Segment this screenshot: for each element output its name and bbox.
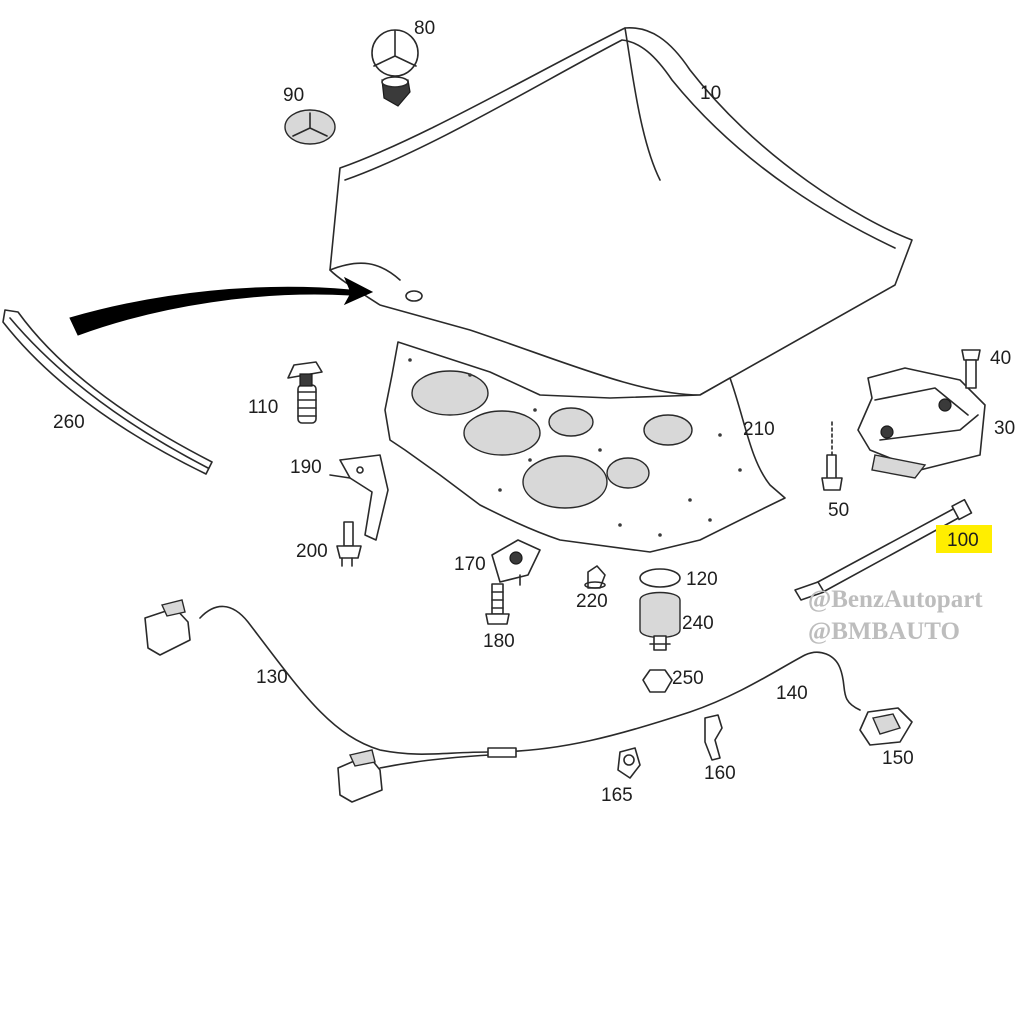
hood-panel	[329, 27, 913, 396]
buffer-spring	[287, 361, 323, 424]
watermark-line-2: @BMBAUTO	[808, 618, 960, 645]
hood-seal-strip	[2, 309, 213, 475]
washer-120	[639, 568, 681, 588]
rubber-stopper	[639, 591, 681, 651]
label-100: 100	[947, 530, 979, 551]
label-260: 260	[53, 412, 85, 433]
label-110: 110	[248, 397, 278, 418]
label-80: 80	[414, 18, 435, 39]
label-220: 220	[576, 591, 608, 612]
bolt-180	[485, 583, 510, 625]
label-170: 170	[454, 554, 486, 575]
nut-250	[642, 669, 673, 693]
hood-insulation-mat	[384, 341, 786, 553]
latch-plate	[491, 539, 541, 586]
hood-lock	[859, 707, 913, 746]
cable-bracket	[704, 714, 723, 761]
release-cable	[199, 605, 861, 769]
label-165: 165	[601, 785, 633, 806]
bolt-40	[961, 349, 981, 389]
cable-clip	[617, 747, 641, 779]
label-160: 160	[704, 763, 736, 784]
gas-strut	[794, 498, 973, 601]
pointer-arrow	[69, 276, 374, 336]
label-130: 130	[256, 667, 288, 688]
label-90: 90	[283, 85, 304, 106]
round-badge	[284, 109, 336, 145]
watermark: @BenzAutopart @BMBAUTO	[808, 586, 983, 645]
label-200: 200	[296, 541, 328, 562]
release-handle-upper	[144, 599, 191, 656]
clip-220	[584, 565, 606, 589]
label-40: 40	[990, 348, 1011, 369]
part-labels: 80 90 10 40 110 260 210 30 190 50 100 20…	[53, 18, 1015, 806]
label-30: 30	[994, 418, 1015, 439]
label-50: 50	[828, 500, 849, 521]
label-120: 120	[686, 569, 718, 590]
bolt-50	[821, 421, 843, 491]
hood-bracket	[329, 454, 389, 541]
label-190: 190	[290, 457, 322, 478]
watermark-line-1: @BenzAutopart	[808, 586, 983, 613]
label-150: 150	[882, 748, 914, 769]
label-250: 250	[672, 668, 704, 689]
label-10: 10	[700, 83, 721, 104]
bolt-200	[336, 521, 362, 567]
label-140: 140	[776, 683, 808, 704]
highlight-100	[936, 525, 992, 553]
label-240: 240	[682, 613, 714, 634]
hood-hinge	[857, 367, 986, 479]
label-210: 210	[743, 419, 775, 440]
star-emblem	[371, 29, 419, 107]
release-handle-lower	[337, 749, 383, 803]
label-180: 180	[483, 631, 515, 652]
